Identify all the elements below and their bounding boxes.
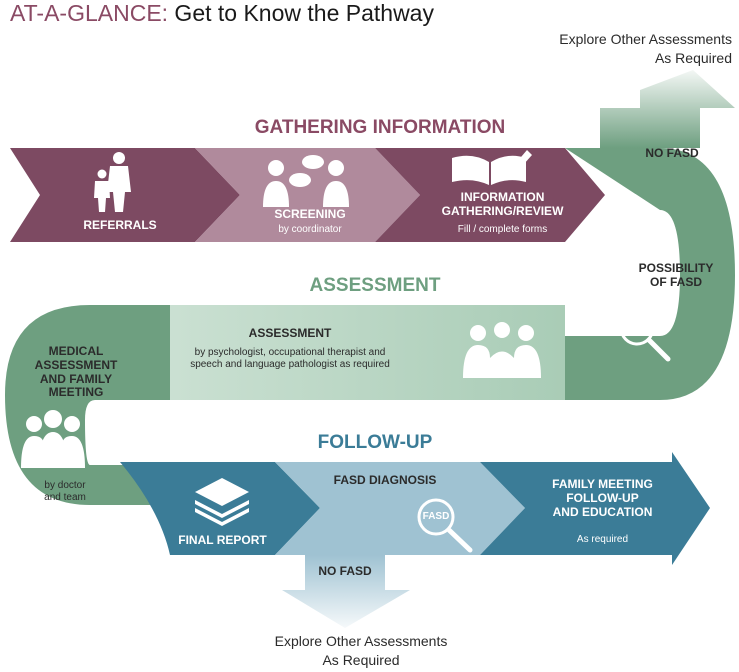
assessment-label: ASSESSMENT	[248, 326, 332, 340]
final-report-label: FINAL REPORT	[178, 533, 267, 547]
medical-line4: MEETING	[48, 385, 104, 400]
people-family-icon	[94, 152, 131, 212]
possibility-line1: POSSIBILITY	[638, 261, 714, 275]
medical-team-icon	[21, 410, 85, 468]
explore-top-line2: As Required	[654, 49, 732, 66]
section-gathering: GATHERING INFORMATION	[254, 117, 506, 138]
assessment-sub: by psychologist, occupational therapist …	[180, 347, 400, 371]
medical-sub: by doctor and team	[30, 480, 100, 504]
assessment-sub-line1: by psychologist, occupational therapist …	[194, 347, 386, 358]
referrals-chevron	[10, 148, 240, 242]
no-fasd-top-arrow	[600, 70, 735, 148]
family-meeting-line2: FOLLOW-UP	[566, 490, 639, 505]
title-rest: Get to Know the Pathway	[168, 0, 434, 26]
info-line1: INFORMATION	[460, 190, 545, 204]
family-meeting-line3: AND EDUCATION	[552, 504, 653, 519]
fasd-magnifier-icon	[619, 310, 671, 362]
fasd-diagnosis-badge: FASD	[422, 511, 450, 522]
family-meeting-arrow	[480, 452, 710, 565]
no-fasd-top-label: NO FASD	[645, 146, 699, 160]
group-hug-icon	[463, 322, 541, 378]
explore-bottom-line2: As Required	[322, 651, 400, 668]
possibility-label: POSSIBILITY OF FASD	[626, 261, 726, 290]
page-title: AT-A-GLANCE: Get to Know the Pathway	[10, 0, 434, 27]
assessment-band	[115, 305, 565, 400]
explore-bottom-line1: Explore Other Assessments	[274, 633, 448, 649]
possibility-badge: FASD	[623, 322, 651, 333]
open-book-pen-icon	[452, 150, 532, 185]
medical-line1: MEDICAL	[48, 344, 104, 358]
medical-line2: ASSESSMENT	[34, 357, 118, 372]
medical-sub2: and team	[44, 492, 86, 503]
right-green-bend	[565, 148, 735, 400]
explore-bottom: Explore Other Assessments As Required	[240, 632, 482, 670]
referrals-label: REFERRALS	[83, 218, 157, 232]
medical-label: MEDICAL ASSESSMENT AND FAMILY MEETING	[26, 344, 126, 400]
info-label: INFORMATION GATHERING/REVIEW	[425, 190, 580, 219]
family-meeting-sub: As required	[576, 534, 629, 545]
family-meeting-label: FAMILY MEETING FOLLOW-UP AND EDUCATION	[525, 477, 680, 519]
info-line2: GATHERING/REVIEW	[441, 203, 564, 218]
medical-line3: AND FAMILY	[39, 371, 113, 386]
no-fasd-bottom-arrow	[282, 555, 410, 628]
explore-top: Explore Other Assessments As Required	[520, 30, 732, 68]
conversation-icon	[263, 155, 349, 207]
family-meeting-line1: FAMILY MEETING	[552, 477, 653, 491]
section-followup: FOLLOW-UP	[317, 432, 433, 453]
stacked-papers-icon	[195, 478, 249, 526]
screening-chevron	[195, 148, 420, 242]
info-sub: Fill / complete forms	[457, 224, 548, 235]
final-report-chevron	[120, 462, 320, 555]
no-fasd-bottom-label: NO FASD	[318, 564, 372, 578]
fasd-diagnosis-label: FASD DIAGNOSIS	[333, 473, 437, 487]
info-chevron	[375, 148, 605, 242]
title-accent: AT-A-GLANCE:	[10, 0, 169, 26]
fasd-diagnosis-magnifier-icon	[417, 498, 473, 553]
medical-sub1: by doctor	[44, 480, 86, 491]
explore-top-line1: Explore Other Assessments	[559, 31, 732, 47]
fasd-diagnosis-chevron	[275, 462, 525, 555]
section-assessment: ASSESSMENT	[309, 275, 441, 296]
assessment-sub-line2: speech and language pathologist as requi…	[190, 359, 390, 370]
screening-label: SCREENING	[274, 207, 346, 221]
possibility-line2: OF FASD	[649, 274, 702, 289]
screening-sub: by coordinator	[278, 224, 342, 235]
